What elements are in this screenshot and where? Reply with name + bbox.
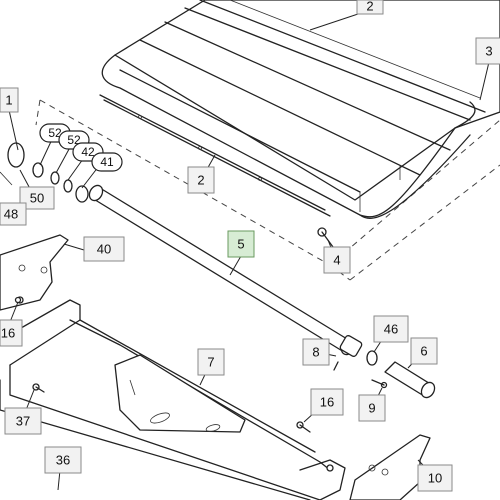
right-bracket [299, 434, 431, 500]
callout-40-text: 40 [97, 242, 111, 257]
callout-6[interactable]: 6 [410, 337, 438, 365]
roller-part [88, 184, 363, 357]
callout-10[interactable]: 10 [417, 464, 453, 492]
pin-part [317, 227, 334, 248]
callout-4-text: 4 [333, 253, 340, 268]
callout-9-text: 9 [368, 401, 375, 416]
screws [14, 296, 311, 433]
callout-16-bottom-text: 16 [320, 395, 334, 410]
callout-9[interactable]: 9 [358, 394, 386, 422]
callout-2-top[interactable]: 2 [356, 0, 384, 15]
callout-1[interactable]: 1 [0, 87, 19, 113]
callout-41-text: 41 [100, 155, 114, 169]
callout-40[interactable]: 40 [83, 236, 125, 262]
callout-37-text: 37 [16, 414, 30, 429]
callout-3[interactable]: 3 [475, 37, 500, 65]
callout-7[interactable]: 7 [197, 348, 225, 376]
callout-5-text: 5 [237, 237, 244, 252]
callout-2-top-text: 2 [366, 0, 373, 14]
callout-16-left-text: 16 [1, 326, 15, 341]
callout-10-text: 10 [428, 471, 442, 486]
callout-5[interactable]: 5 [227, 230, 255, 258]
main-frame [0, 299, 331, 500]
callout-41[interactable]: 41 [91, 152, 123, 172]
callout-50[interactable]: 50 [19, 186, 55, 210]
callout-48-text: 48 [4, 207, 18, 222]
callout-8-text: 8 [312, 345, 319, 360]
conveyor-belt-assembly [101, 0, 500, 219]
callout-2-mid-text: 2 [197, 173, 204, 188]
callout-50-text: 50 [30, 191, 44, 206]
callout-36[interactable]: 36 [44, 446, 82, 474]
callout-16-bottom[interactable]: 16 [310, 388, 344, 416]
callout-3-text: 3 [485, 44, 492, 59]
callout-16-left[interactable]: 16 [0, 319, 23, 347]
right-shaft-assembly [333, 350, 436, 399]
callout-46-text: 46 [384, 322, 398, 337]
callout-42-text: 42 [81, 145, 95, 159]
callout-6-text: 6 [420, 344, 427, 359]
callout-46[interactable]: 46 [373, 315, 409, 343]
side-slat [99, 94, 331, 217]
callout-2-mid[interactable]: 2 [187, 166, 215, 194]
callout-8[interactable]: 8 [302, 338, 330, 366]
callout-4[interactable]: 4 [323, 246, 351, 274]
left-bracket [0, 234, 69, 311]
callout-52-a-text: 52 [48, 126, 62, 140]
callout-48[interactable]: 48 [0, 202, 27, 226]
callout-37[interactable]: 37 [4, 407, 42, 435]
callout-1-text: 1 [5, 93, 12, 108]
callout-36-text: 36 [56, 453, 70, 468]
left-bearing-stack [0, 142, 89, 203]
callout-7-text: 7 [207, 355, 214, 370]
